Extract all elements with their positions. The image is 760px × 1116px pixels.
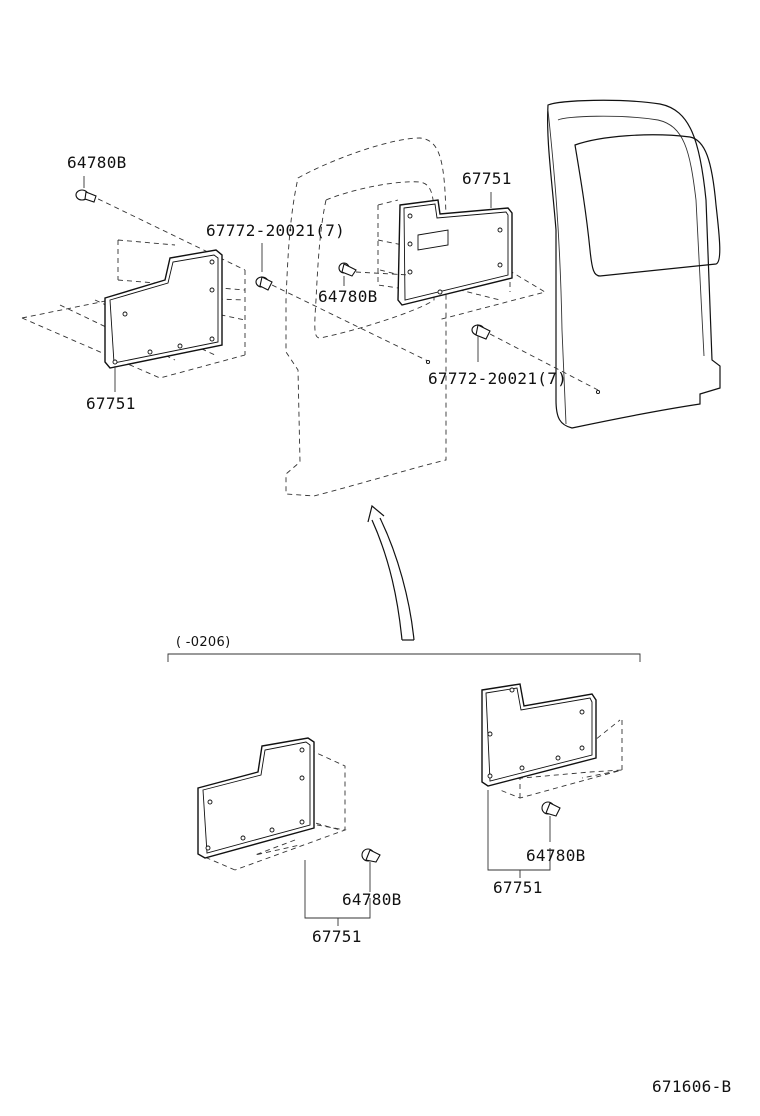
bottom-clip-a: [362, 849, 380, 892]
clip-middle: [339, 263, 410, 286]
bottom-panel-b-group: [482, 684, 622, 878]
callout-bottom-panel-b: 67751: [493, 878, 543, 897]
callout-clip-top-left: 64780B: [67, 153, 127, 172]
callout-bottom-clip-b: 64780B: [526, 846, 586, 865]
rear-door-outer: [548, 100, 720, 428]
callout-bottom-clip-a: 64780B: [342, 890, 402, 909]
diagram-code: 671606-B: [652, 1077, 732, 1096]
bottom-panel-a-group: [198, 738, 370, 926]
callout-bottom-panel-a: 67751: [312, 927, 362, 946]
clip-top-left: [76, 176, 96, 202]
bottom-clip-b: [542, 802, 560, 842]
panel-right-group: [378, 192, 545, 320]
panel-left-group: [22, 195, 245, 392]
variant-bracket: [168, 654, 640, 662]
variant-note: ( -0206): [176, 635, 231, 650]
callout-panel-left: 67751: [86, 394, 136, 413]
callout-pin-left: 67772-20021(7): [206, 221, 346, 240]
callout-pin-right: 67772-20021(7): [428, 369, 568, 388]
variant-arrow: [368, 506, 414, 640]
rear-door-inner: [286, 138, 446, 496]
pin-right: [472, 325, 598, 390]
pin-left: [256, 243, 430, 364]
callout-clip-middle: 64780B: [318, 287, 378, 306]
callout-panel-right: 67751: [462, 169, 512, 188]
